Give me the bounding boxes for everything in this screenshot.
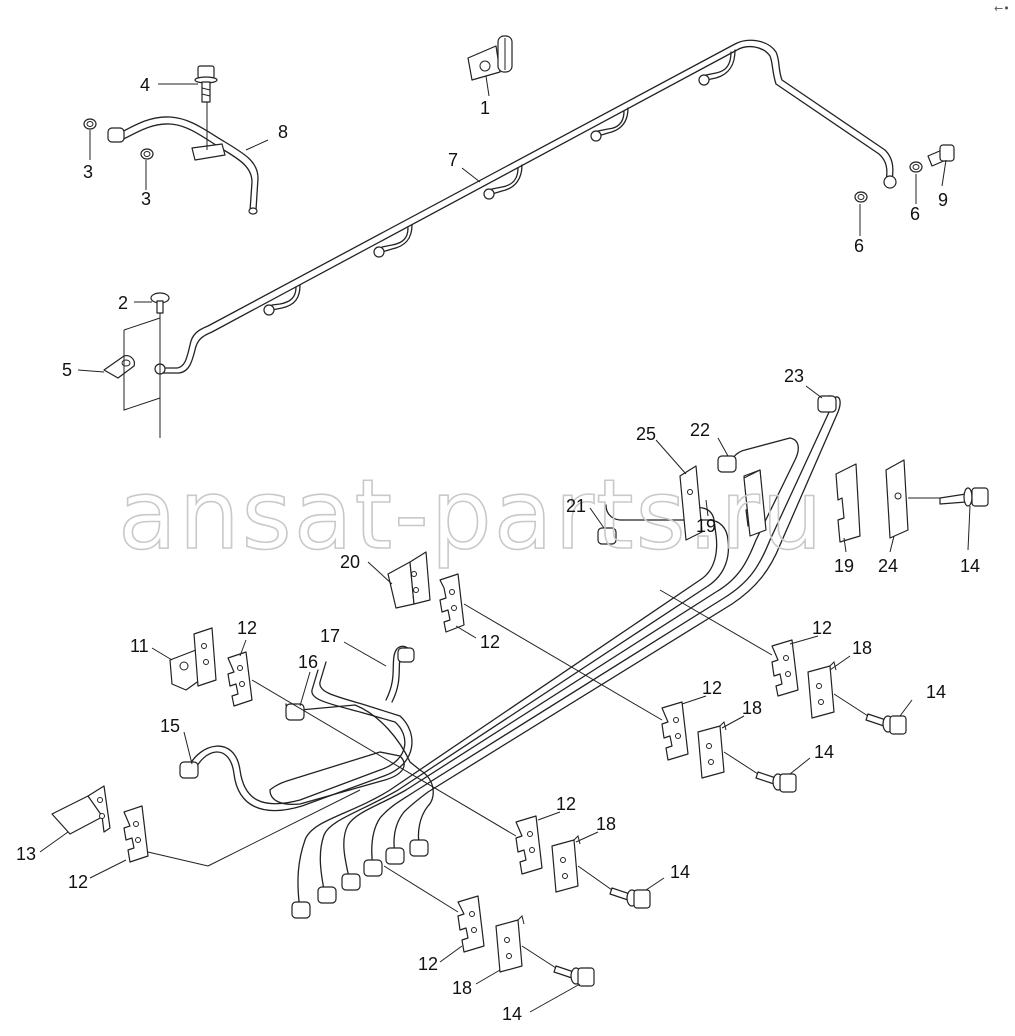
injection-pipe-loop-a [187,669,406,805]
callout-15: 15 [160,716,180,736]
callout-20: 20 [340,552,360,572]
callout-13: 13 [16,844,36,864]
part-14-bolts [553,487,989,987]
part-18-plate-b [697,725,725,779]
callout-17: 17 [320,626,340,646]
callout-22: 22 [690,420,710,440]
assembly-guide-lines [147,497,940,969]
part-14-bolt-e [553,965,595,987]
callout-12b: 12 [480,632,500,652]
return-line-assembly [83,35,955,438]
part-12-block-c [123,805,149,863]
injection-pipe-2 [319,504,730,896]
callout-21: 21 [566,496,586,516]
part-25-plate [679,465,703,541]
part-9-banjo-bolt [927,144,955,167]
callout-19b: 19 [834,556,854,576]
callout-25: 25 [636,424,656,444]
part-12-block-d [771,639,799,697]
callout-1: 1 [480,98,490,118]
callout-14c: 14 [814,742,834,762]
clamp-plates [495,661,837,973]
callout-6a: 6 [910,204,920,224]
callout-3a: 3 [83,162,93,182]
callout-18b: 18 [742,698,762,718]
callout-3b: 3 [141,189,151,209]
part-4-bolt [194,65,218,103]
callout-12e: 12 [702,678,722,698]
injection-lines-assembly [51,395,989,987]
part-12-block-g [457,895,485,953]
injection-pipe-loop-b [193,661,413,812]
callout-6b: 6 [854,236,864,256]
part-11-bracket [169,627,217,691]
callout-12g: 12 [418,954,438,974]
injection-pipe-3 [343,437,799,883]
part-20-bracket [387,551,431,609]
callout-11: 11 [130,636,149,656]
part-14-bolt-b [865,713,907,735]
part-24-plate [885,459,909,539]
injection-pipe-loop-c [269,751,405,806]
part-13-bracket [51,785,111,835]
callout-2: 2 [118,293,128,313]
injection-pipe-5 [393,396,841,856]
corner-mark: ←• [994,2,1010,15]
part-5-clamp [103,317,161,411]
callout-8: 8 [278,122,288,142]
part-2-bolt [150,292,170,438]
part-18-plate-c [551,839,579,893]
part-19-block-b [835,463,861,543]
part-1-clip [467,35,513,81]
callout-14d: 14 [670,862,690,882]
part-18-plate-d [495,919,523,973]
return-branches [154,49,897,375]
part-14-bolt-a [939,487,989,507]
watermark-text: ansat-parts.ru [118,459,825,571]
callout-18c: 18 [596,814,616,834]
part-18-plate-a [807,665,835,719]
part-12-block-e [661,701,689,761]
part-14-bolt-d [609,887,651,909]
callout-5: 5 [62,360,72,380]
return-pipe-outer [159,39,894,369]
callout-18a: 18 [852,638,872,658]
callout-4: 4 [140,75,150,95]
injection-pipe-loop-d [385,645,411,701]
callout-labels: 1 2 3 3 4 5 6 6 7 8 9 11 12 12 12 12 12 … [16,75,980,1024]
callout-18d: 18 [452,978,472,998]
part-12-block-f [515,815,543,875]
callout-14e: 14 [502,1004,522,1024]
return-pipe-inner [159,45,888,374]
callout-23: 23 [784,366,804,386]
part-12-block-b [227,651,253,707]
injection-pipe-1 [297,507,718,911]
callout-12a: 12 [237,618,257,638]
part-14-bolt-c [755,771,797,793]
union-nuts [179,395,837,919]
callout-12d: 12 [812,618,832,638]
callout-14b: 14 [926,682,946,702]
callout-14a: 14 [960,556,980,576]
callout-24: 24 [878,556,898,576]
callout-12f: 12 [556,794,576,814]
part-8-bent-pipe [107,96,259,215]
part-19-block-a [743,469,767,537]
callout-9: 9 [938,190,948,210]
callout-12c: 12 [68,872,88,892]
callout-16: 16 [298,652,318,672]
part-12-block-a [439,573,465,633]
leader-lines [39,75,971,1013]
callout-19a: 19 [696,516,716,536]
callout-7: 7 [448,150,458,170]
